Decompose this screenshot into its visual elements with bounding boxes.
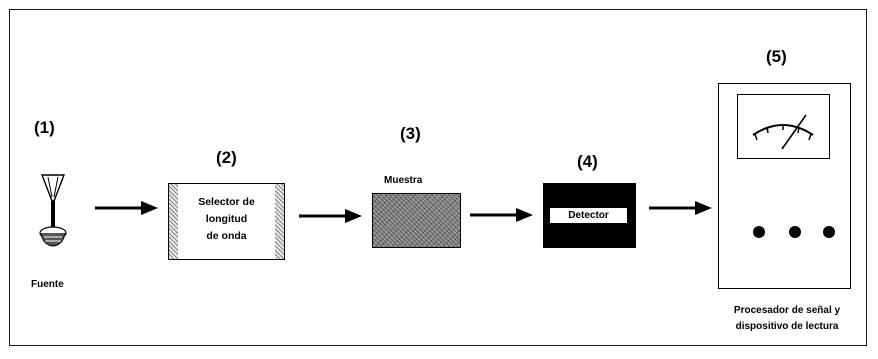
sample-cell — [372, 193, 461, 248]
lamp-icon — [39, 174, 67, 247]
meter-dial-icon — [752, 114, 814, 150]
selector-label-line-2: longitud — [205, 213, 248, 225]
step-5-label-line-2: dispositivo de lectura — [735, 321, 839, 332]
diagram-frame — [9, 9, 867, 346]
arrow-right-icon — [299, 209, 362, 223]
step-5-label: Procesador de señal y dispositivo de lec… — [712, 303, 862, 335]
step-5-number: (5) — [766, 47, 787, 66]
meter-dial — [737, 94, 830, 159]
selector-right-stripe — [275, 184, 284, 259]
arrow-right-icon — [649, 201, 712, 215]
step-4-label: Detector — [550, 208, 627, 223]
selector-label-line-3: de onda — [206, 230, 247, 242]
step-3-number: (3) — [400, 124, 421, 143]
step-2-number: (2) — [216, 148, 237, 167]
wavelength-selector-box: Selector de longitud de onda — [168, 183, 285, 260]
step-5-label-line-1: Procesador de señal y — [733, 305, 841, 316]
step-1-label: Fuente — [31, 279, 64, 290]
wavelength-selector-label: Selector de longitud de onda — [181, 194, 272, 245]
selector-label-line-1: Selector de — [198, 196, 255, 208]
indicator-dot — [789, 226, 801, 238]
readout-device — [718, 83, 851, 289]
arrow-right-icon — [470, 208, 533, 222]
step-4-number: (4) — [577, 152, 598, 171]
arrow-right-icon — [95, 201, 158, 215]
selector-left-stripe — [169, 184, 178, 259]
indicator-dot — [753, 226, 765, 238]
detector-box: Detector — [543, 183, 636, 248]
step-1-number: (1) — [34, 118, 55, 137]
step-3-label: Muestra — [384, 175, 423, 186]
indicator-dot — [823, 226, 835, 238]
